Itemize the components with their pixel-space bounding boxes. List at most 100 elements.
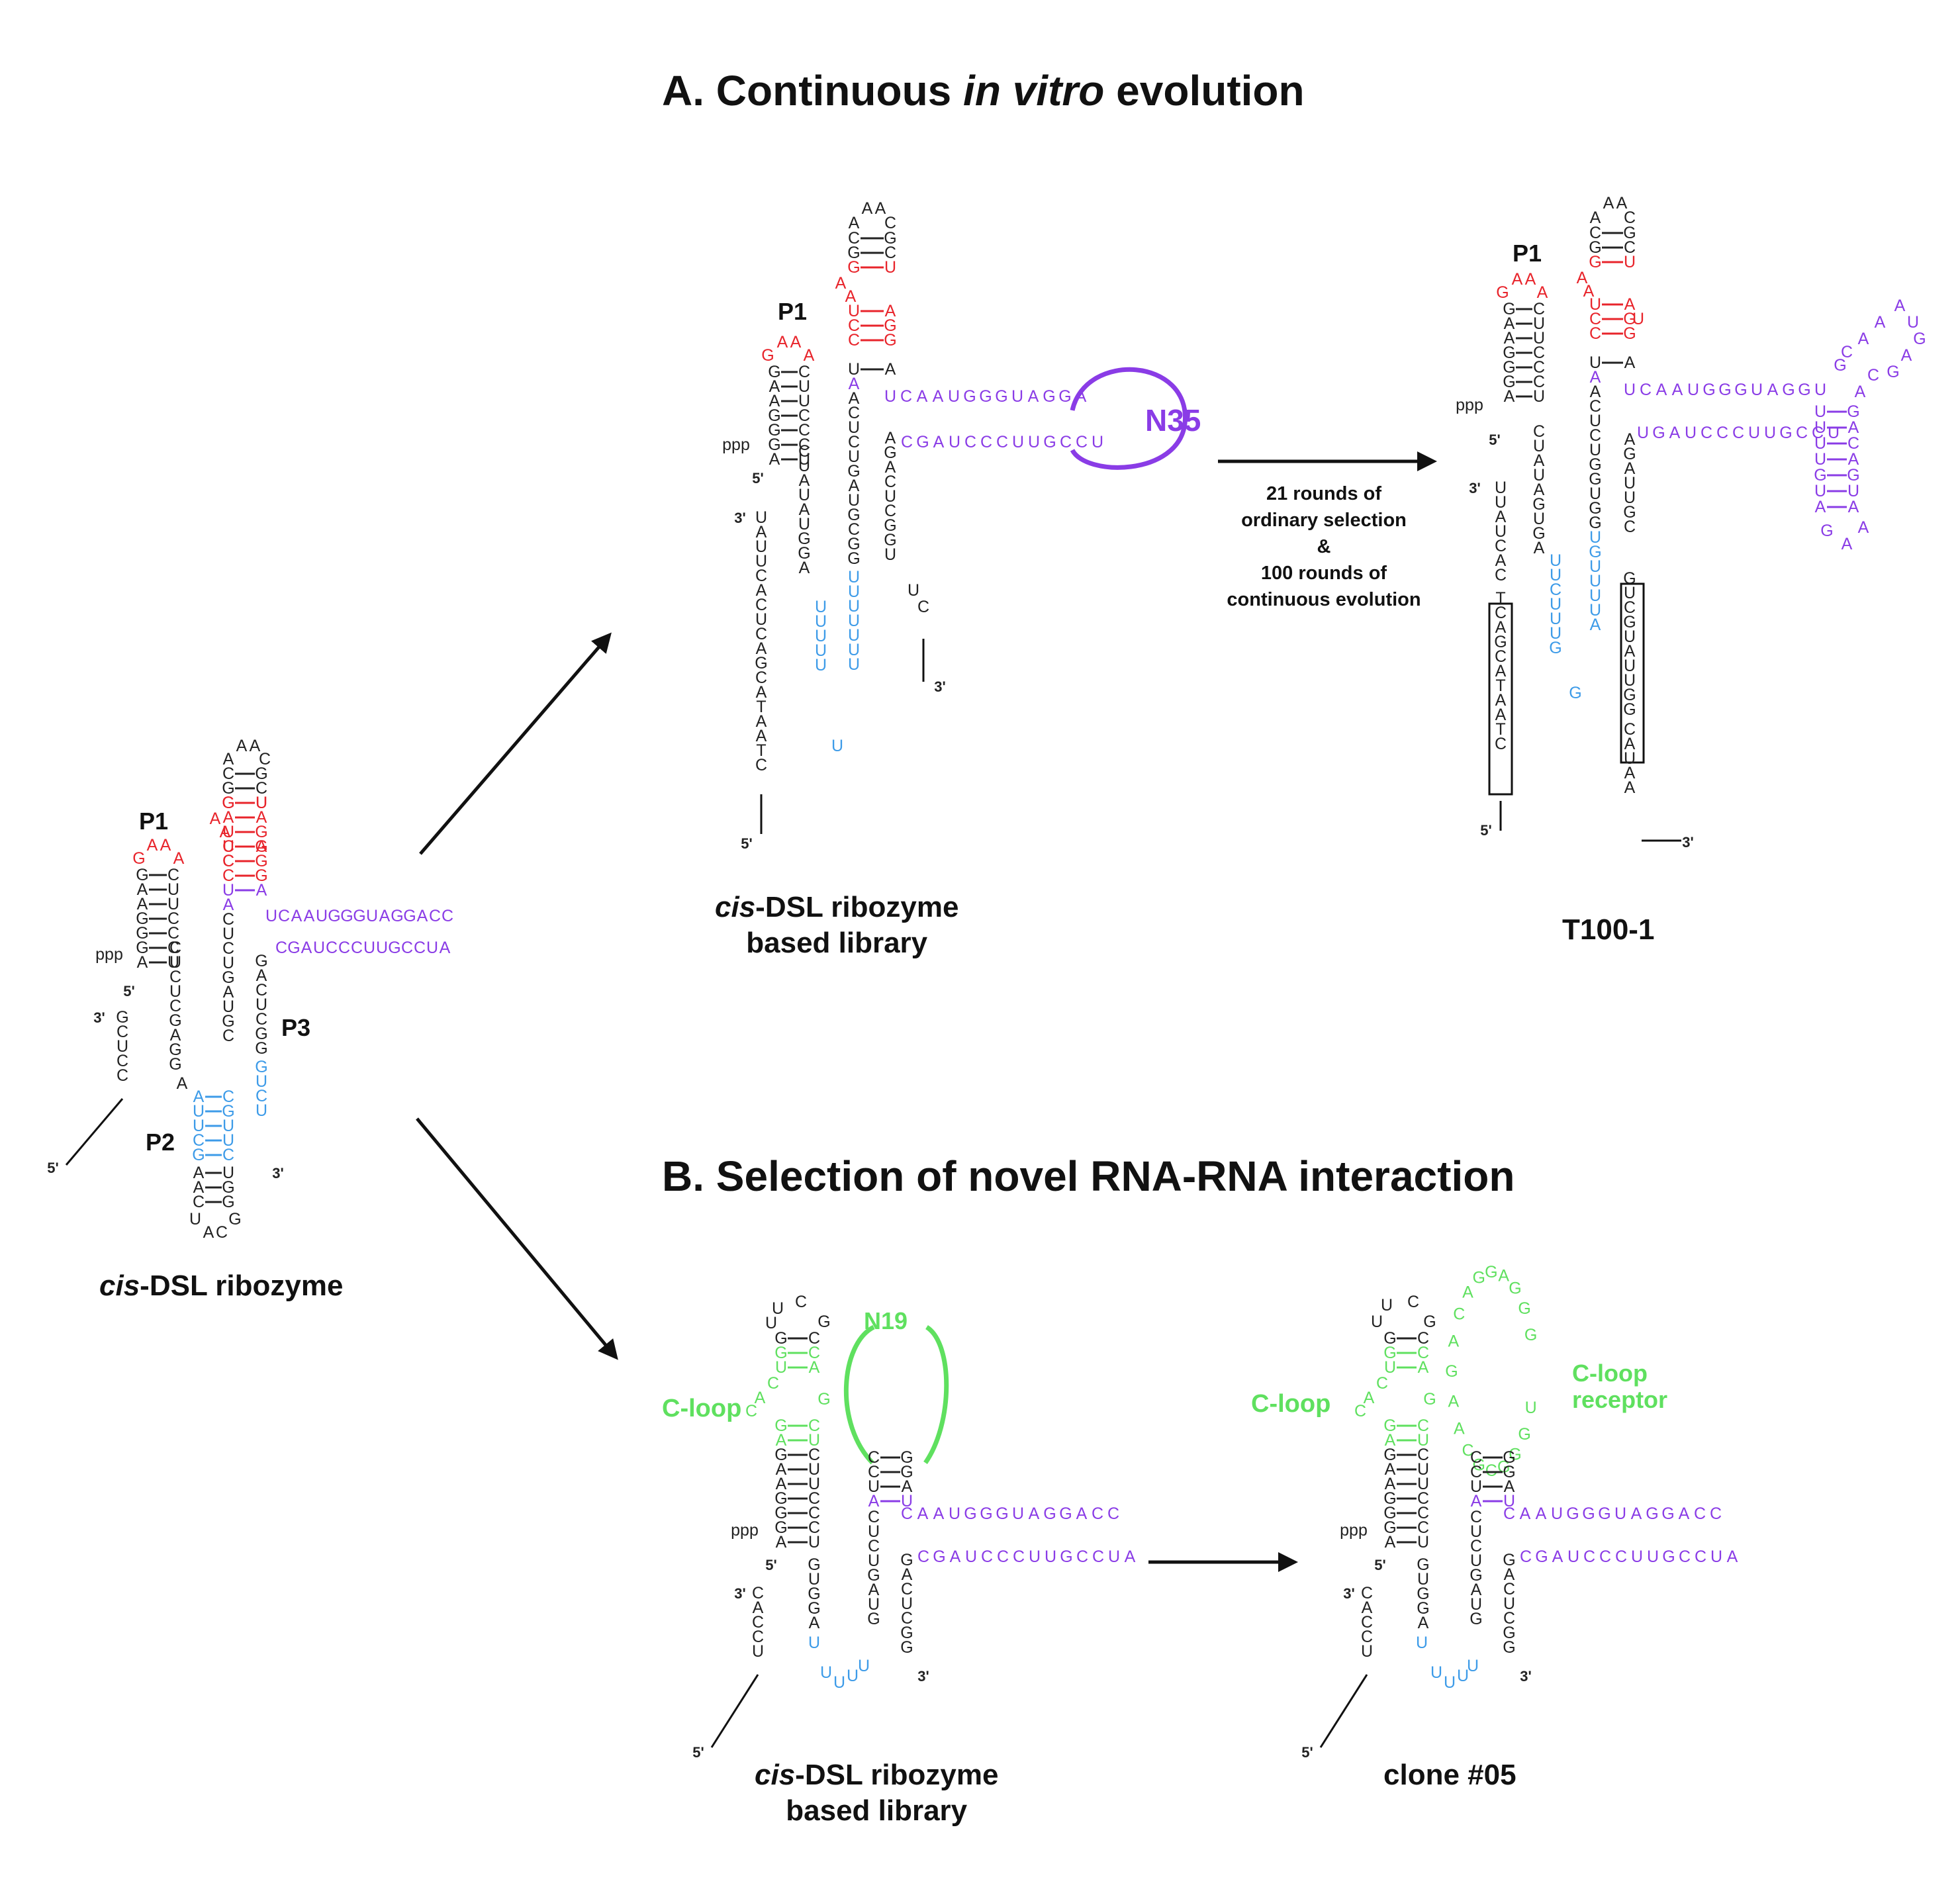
nucleotide: T	[756, 741, 766, 760]
stem-nucleotide: G	[255, 866, 267, 885]
stem-nucleotide: C	[868, 1448, 880, 1467]
purple-nucleotide: C	[1796, 424, 1808, 442]
purple-nucleotide: C	[429, 907, 441, 925]
nucleotide: U	[1589, 572, 1601, 590]
nucleotide: G	[900, 1551, 913, 1569]
stem-nucleotide: U	[193, 1102, 205, 1121]
purple-nucleotide: A	[1669, 424, 1681, 442]
nucleotide: T	[1495, 676, 1505, 695]
purple-nucleotide: C	[1060, 433, 1072, 451]
n35-loop	[1070, 367, 1188, 470]
nucleotide: C	[1354, 1402, 1366, 1420]
nucleotide: A	[1590, 383, 1601, 401]
label-p1-library: P1	[778, 298, 808, 325]
arrow-to-continuous-evolution	[419, 632, 612, 855]
nucleotide: G	[1589, 470, 1601, 488]
purple-nucleotide: C	[917, 1548, 929, 1566]
stem-nucleotide: A	[1624, 295, 1636, 314]
five-prime-label: 5'	[1489, 432, 1500, 448]
nucleotide: C	[1462, 1441, 1473, 1459]
nucleotide: C	[917, 598, 929, 616]
purple-nucleotide: U	[313, 939, 325, 957]
stem-nucleotide: G	[1383, 1446, 1396, 1464]
nucleotide: U	[189, 1210, 201, 1228]
stem-nucleotide: G	[255, 764, 267, 783]
nucleotide: U	[752, 1642, 764, 1661]
nucleotide: C	[1624, 518, 1636, 536]
nucleotide: C	[1624, 720, 1636, 739]
stem-nucleotide: A	[885, 302, 896, 320]
nucleotide: G	[808, 1585, 820, 1603]
nucleotide: U	[1495, 522, 1507, 541]
purple-nucleotide: C	[964, 433, 976, 451]
five-prime-label: 5'	[752, 470, 763, 486]
nucleotide: U	[169, 953, 181, 972]
stem-nucleotide: C	[1533, 373, 1545, 391]
purple-nucleotide: U	[1828, 424, 1840, 442]
nucleotide: C	[1376, 1374, 1388, 1393]
nucleotide: A	[220, 823, 231, 841]
stem-nucleotide: A	[776, 1460, 787, 1479]
nucleotide: G	[808, 1555, 820, 1574]
strand-line	[65, 1098, 124, 1166]
stem-nucleotide: G	[774, 1446, 787, 1464]
stem-nucleotide: U	[1814, 482, 1826, 500]
nucleotide: A	[902, 1565, 913, 1584]
nucleotide: A	[756, 727, 767, 745]
nucleotide: U	[1533, 466, 1545, 485]
three-prime-label: 3'	[1469, 480, 1480, 496]
purple-nucleotide: C	[1812, 424, 1824, 442]
stem-nucleotide: C	[1589, 324, 1601, 343]
stem-nucleotide: G	[1383, 1518, 1396, 1537]
nucleotide: U	[798, 486, 810, 504]
purple-nucleotide: U	[1710, 1548, 1722, 1566]
purple-nucleotide: U	[1551, 1504, 1563, 1523]
purple-nucleotide: U	[1751, 381, 1763, 399]
nucleotide: U	[798, 457, 810, 475]
nucleotide: A	[1534, 481, 1545, 499]
purple-nucleotide: U	[1614, 1504, 1626, 1523]
stem-nucleotide: A	[256, 837, 267, 856]
purple-nucleotide: U	[376, 939, 388, 957]
purple-nucleotide: U	[265, 907, 277, 925]
stem-nucleotide: G	[1623, 310, 1636, 328]
purple-nucleotide: C	[278, 907, 290, 925]
stem-nucleotide: C	[222, 852, 234, 870]
nucleotide: C	[752, 1584, 764, 1602]
stem-nucleotide: U	[808, 1533, 820, 1551]
nucleotide: G	[1445, 1362, 1458, 1381]
stem-nucleotide: G	[136, 939, 148, 957]
nucleotide: U	[798, 515, 810, 533]
purple-nucleotide: C	[401, 939, 413, 957]
nucleotide: U	[815, 612, 827, 631]
stem-nucleotide: G	[847, 244, 860, 262]
stem-nucleotide: C	[848, 331, 860, 349]
nucleotide: T	[1495, 589, 1505, 608]
nucleotide: G	[1417, 1599, 1429, 1618]
purple-nucleotide: C	[1092, 1504, 1103, 1523]
nucleotide: U	[1550, 624, 1562, 643]
nucleotide: C	[222, 910, 234, 929]
nucleotide: A	[1842, 535, 1853, 553]
purple-nucleotide: A	[1656, 381, 1667, 399]
nucleotide: G	[1503, 1551, 1515, 1569]
purple-nucleotide: G	[1661, 1504, 1674, 1523]
nucleotide: U	[1589, 586, 1601, 605]
stem-nucleotide: U	[1814, 434, 1826, 453]
purple-nucleotide: G	[1779, 424, 1792, 442]
purple-nucleotide: C	[981, 1548, 993, 1566]
nucleotide: A	[1495, 706, 1507, 724]
purple-nucleotide: U	[1687, 381, 1699, 399]
purple-nucleotide: G	[1734, 381, 1747, 399]
stem-nucleotide: C	[167, 924, 179, 943]
stem-nucleotide: A	[137, 953, 148, 972]
nucleotide: A	[1495, 691, 1507, 710]
caption-t100: T100-1	[1562, 913, 1655, 946]
caption-cis-dsl-ribozyme: cis-DSL ribozyme	[99, 1270, 344, 1302]
nucleotide: C	[1470, 1508, 1482, 1526]
purple-nucleotide: U	[366, 907, 378, 925]
stem-nucleotide: U	[868, 1477, 880, 1496]
nucleotide: A	[1364, 1389, 1375, 1407]
nucleotide: U	[808, 1634, 820, 1652]
nucleotide: A	[1495, 508, 1507, 526]
